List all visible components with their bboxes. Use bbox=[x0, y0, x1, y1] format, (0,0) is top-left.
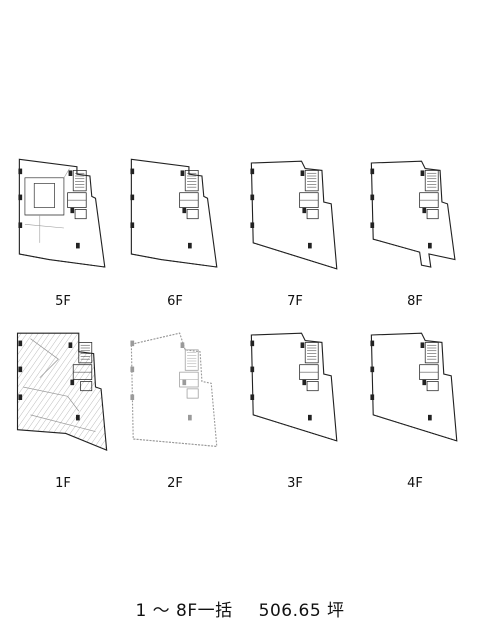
floor-plan-8f bbox=[360, 150, 470, 280]
floor-plan-drawing bbox=[16, 332, 108, 452]
floor-plan-4f bbox=[360, 322, 470, 452]
area-caption: 1 ～ 8F一括 506.65 坪 bbox=[0, 596, 480, 621]
floor-plan-drawing bbox=[130, 158, 218, 268]
floor-label-6f: 6F bbox=[167, 294, 183, 309]
floor-label-8f: 8F bbox=[407, 294, 423, 309]
floor-label-1f: 1F bbox=[55, 476, 71, 491]
floor-plan-drawing bbox=[370, 332, 458, 442]
floor-plan-drawing bbox=[250, 160, 338, 270]
floor-plan-3f bbox=[240, 322, 350, 452]
floor-plan-drawing bbox=[250, 332, 338, 442]
total-area-text: 506.65 坪 bbox=[258, 601, 345, 621]
floor-label-7f: 7F bbox=[287, 294, 303, 309]
floor-label-2f: 2F bbox=[167, 476, 183, 491]
floor-plan-5f bbox=[8, 150, 118, 280]
floor-plan-drawing bbox=[18, 158, 106, 268]
floor-label-5f: 5F bbox=[55, 294, 71, 309]
floor-range-text: 1 ～ 8F一括 bbox=[135, 601, 233, 621]
floor-label-4f: 4F bbox=[407, 476, 423, 491]
floor-plan-drawing bbox=[130, 332, 218, 448]
floor-plan-6f bbox=[120, 150, 230, 280]
floor-label-3f: 3F bbox=[287, 476, 303, 491]
floor-plan-7f bbox=[240, 150, 350, 280]
floor-plan-2f bbox=[120, 322, 230, 452]
floor-plan-drawing bbox=[370, 160, 456, 268]
floor-plan-1f bbox=[8, 322, 118, 452]
